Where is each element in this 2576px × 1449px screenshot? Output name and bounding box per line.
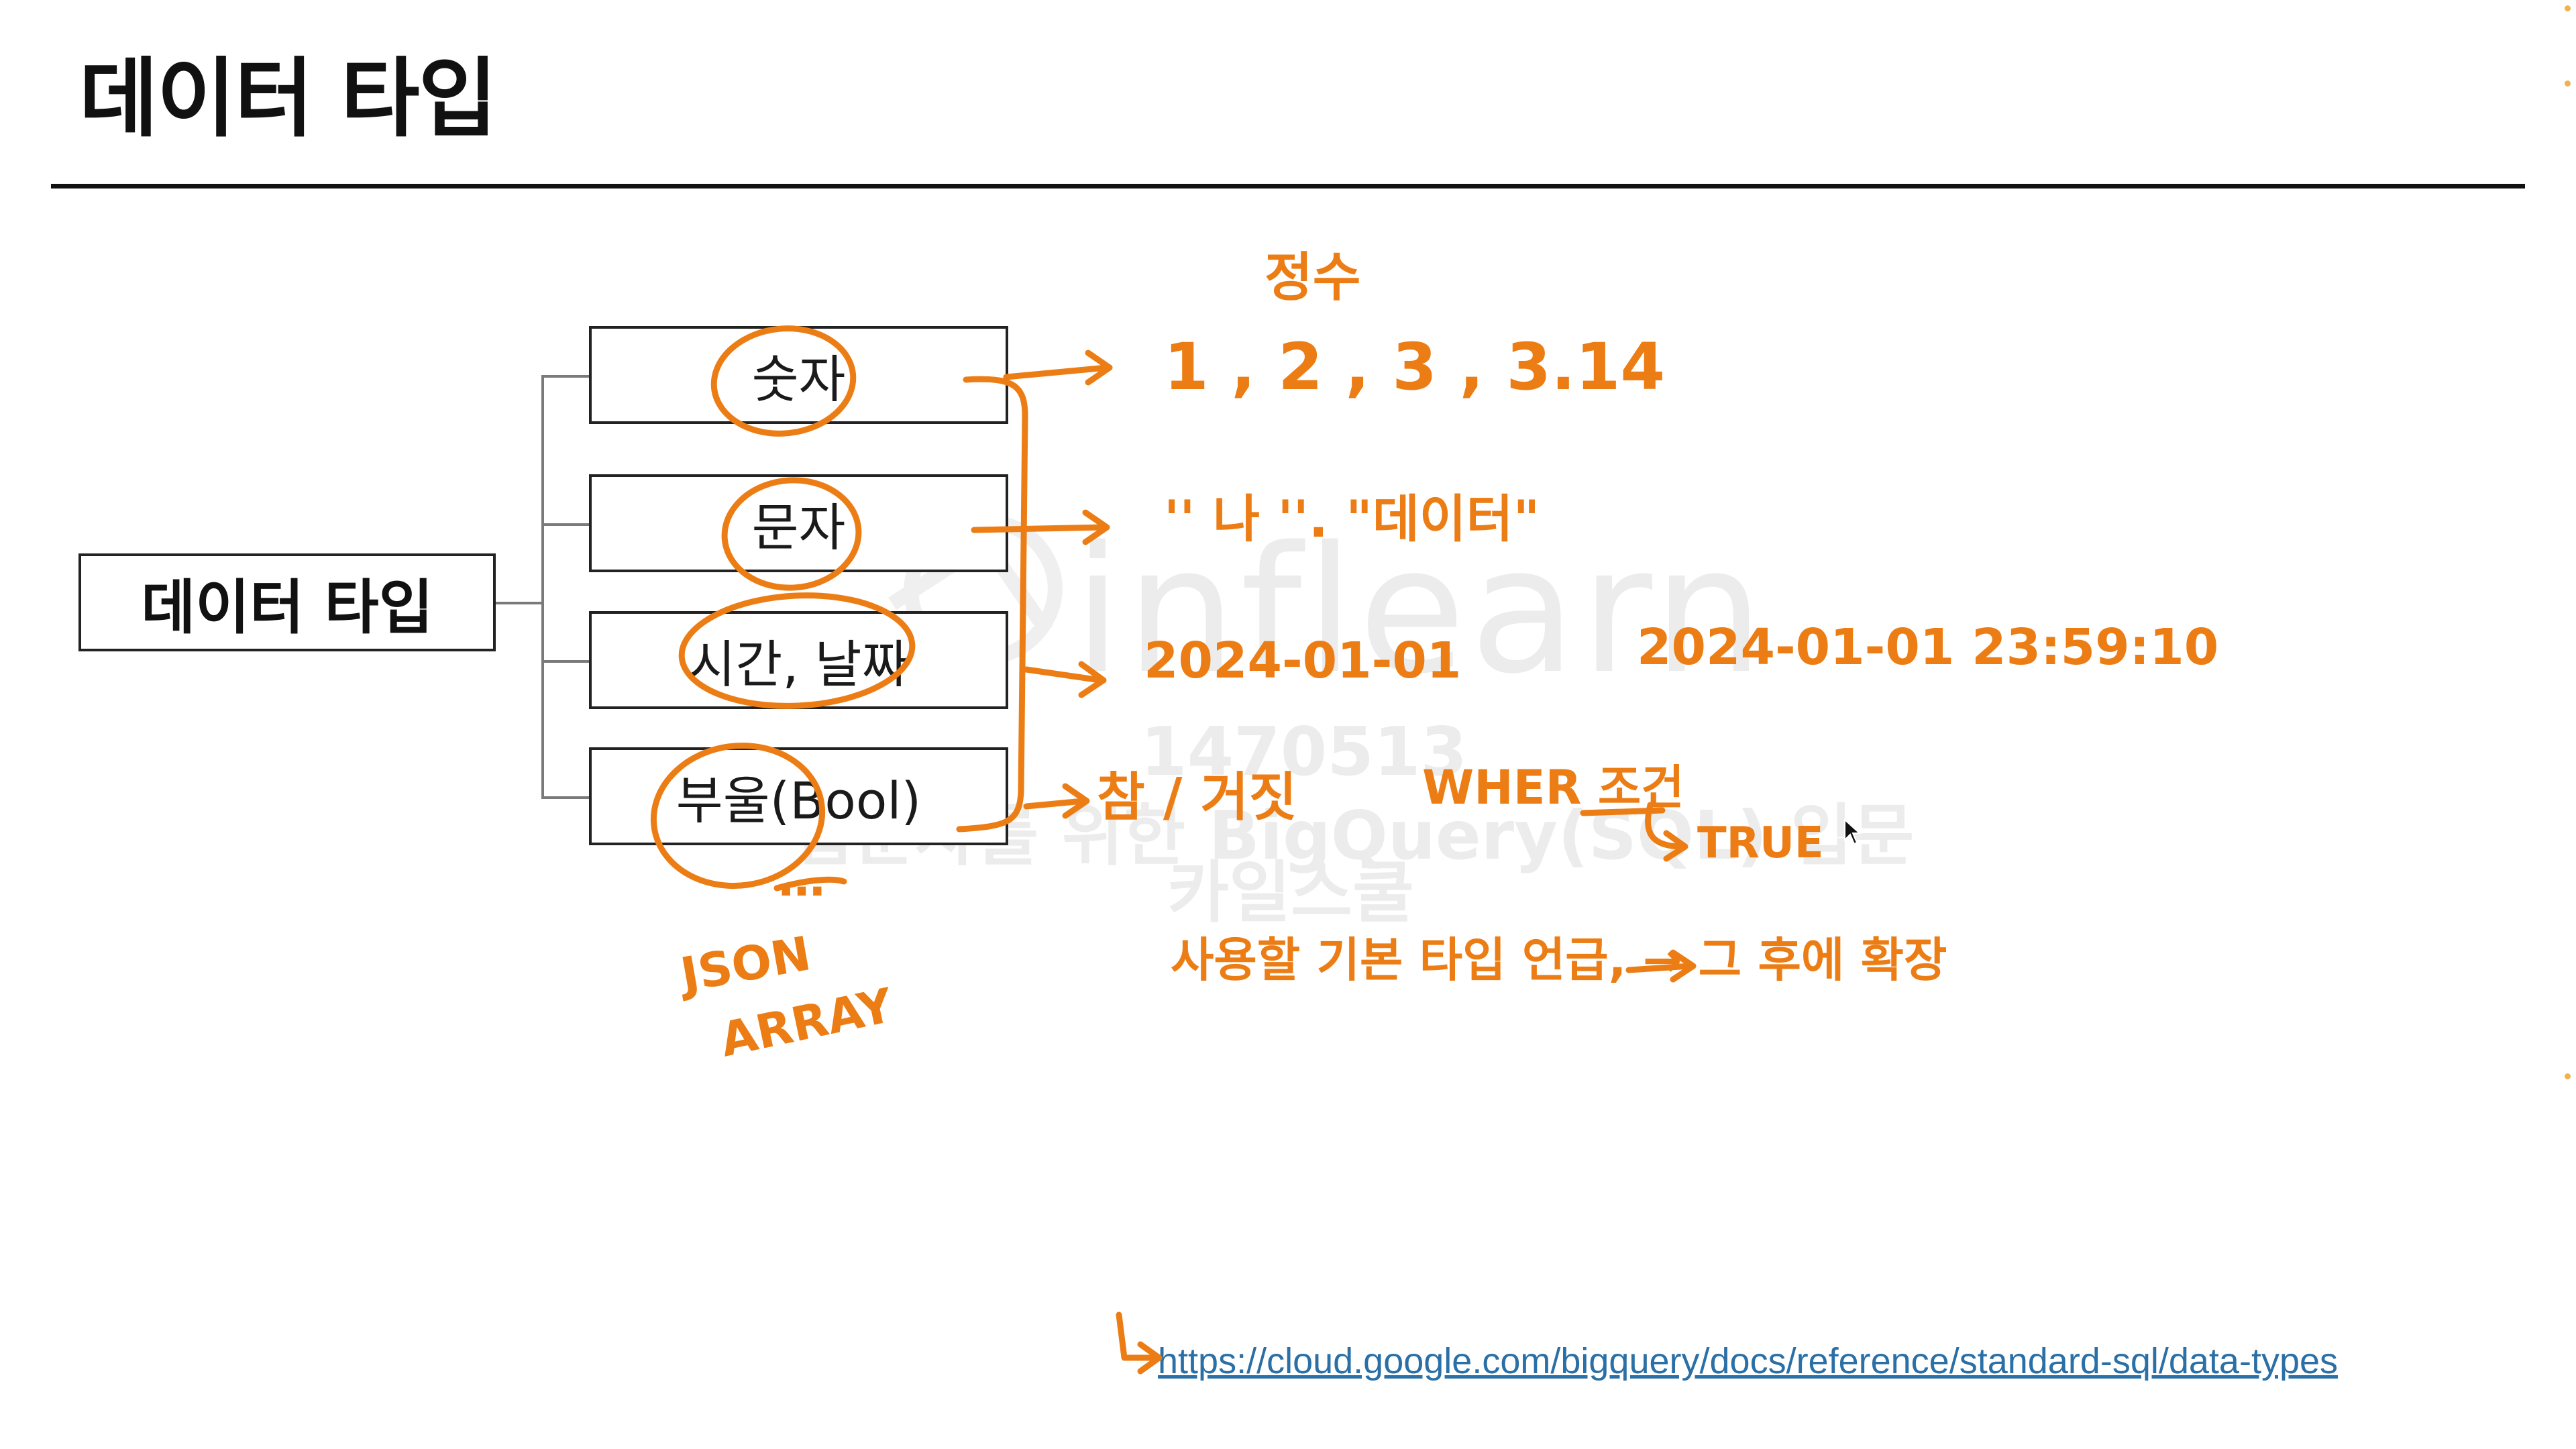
- annotation-date: 2024-01-01: [1144, 632, 1461, 690]
- leaf-label-bool: 부울(Bool): [676, 771, 922, 830]
- annotation-json: JSON: [674, 926, 815, 1003]
- arrow-where-true: [1645, 802, 1688, 862]
- leaf-box-number: 숫자: [589, 326, 1008, 424]
- annotation-ellipsis: …: [778, 852, 825, 907]
- arrow-link: [1116, 1311, 1163, 1375]
- ellipsis-underline: [773, 876, 847, 892]
- annotation-integer: 정수: [1265, 248, 1361, 308]
- connector-branch-3: [541, 660, 589, 663]
- connector-root-stub: [496, 602, 543, 604]
- bigquery-data-types-link[interactable]: https://cloud.google.com/bigquery/docs/r…: [1158, 1341, 2339, 1381]
- corner-dot-lower: [2565, 1073, 2571, 1079]
- watermark-brand: inflearn: [1073, 510, 1768, 712]
- annotation-datetime: 2024-01-01 23:59:10: [1637, 619, 2218, 676]
- annotation-where: WHER 조건: [1422, 760, 1684, 815]
- mouse-cursor-icon: [1844, 818, 1862, 845]
- annotation-array: ARRAY: [715, 977, 898, 1068]
- annotation-footnote: 사용할 기본 타입 언급, → 그 후에 확장: [1171, 932, 1947, 987]
- annotation-strings: '' 나 ''. "데이터": [1164, 489, 1540, 549]
- watermark-author: 카일스쿨: [1167, 853, 1414, 932]
- leaf-label-number: 숫자: [751, 350, 846, 409]
- leaf-label-datetime: 시간, 날짜: [688, 635, 909, 694]
- slide-title: 데이터 타입: [79, 49, 497, 149]
- leaf-label-string: 문자: [751, 498, 846, 557]
- corner-dot-mid: [2565, 80, 2571, 87]
- watermark-id: 1470513: [1140, 712, 1467, 791]
- annotation-bool: 참 / 거짓: [1097, 767, 1297, 828]
- arrow-footnote: [1625, 949, 1697, 983]
- leaf-box-datetime: 시간, 날짜: [589, 611, 1008, 709]
- connector-branch-1: [541, 375, 589, 378]
- leaf-box-bool: 부울(Bool): [589, 747, 1008, 845]
- root-label: 데이터 타입: [141, 572, 433, 642]
- connector-trunk: [541, 375, 544, 799]
- annotation-true: TRUE: [1697, 818, 1824, 868]
- annotation-numbers: 1 , 2 , 3 , 3.14: [1164, 329, 1665, 405]
- root-box: 데이터 타입: [78, 553, 496, 651]
- arrow-number: [1003, 350, 1113, 386]
- arrow-bool: [1023, 783, 1090, 819]
- title-divider: [51, 184, 2525, 189]
- arrow-datetime: [1023, 661, 1107, 698]
- connector-branch-2: [541, 523, 589, 526]
- leaf-box-string: 문자: [589, 474, 1008, 572]
- underline-condition: [1580, 807, 1666, 816]
- corner-dot-top: [2565, 5, 2571, 11]
- connector-branch-4: [541, 796, 589, 799]
